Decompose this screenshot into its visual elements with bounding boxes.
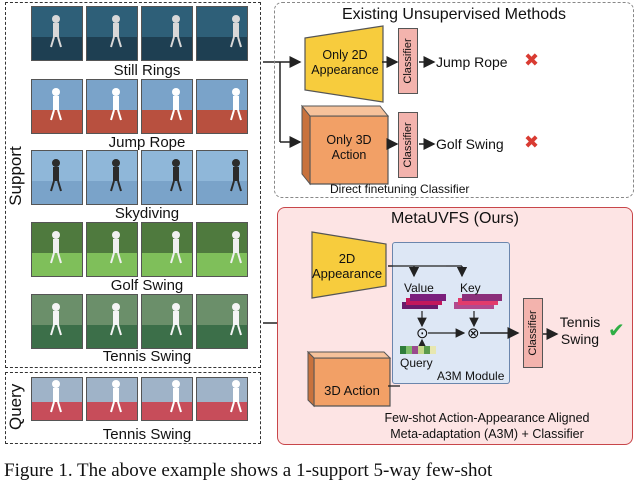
support-panel bbox=[5, 2, 261, 368]
video-frame-thumbnail bbox=[86, 294, 138, 349]
video-frame-thumbnail bbox=[86, 222, 138, 277]
caption-tennis-swing: Tennis Swing bbox=[102, 348, 192, 365]
existing-2d-label: Only 2D Appearance bbox=[311, 48, 379, 77]
video-frame-thumbnail bbox=[31, 6, 83, 61]
meta-appearance-block bbox=[311, 231, 387, 299]
video-frame-thumbnail bbox=[141, 150, 193, 205]
video-frame-thumbnail bbox=[196, 294, 248, 349]
support-row-skydiving bbox=[31, 150, 248, 205]
support-row-still-rings bbox=[31, 6, 248, 61]
a3m-module-label: A3M Module bbox=[437, 369, 505, 383]
cross-icon: ✖ bbox=[524, 132, 540, 152]
video-frame-thumbnail bbox=[31, 150, 83, 205]
existing-arrows-2 bbox=[386, 138, 436, 150]
meta-action-label: 3D Action bbox=[324, 383, 380, 398]
video-frame-thumbnail bbox=[196, 222, 248, 277]
video-frame-thumbnail bbox=[196, 79, 248, 134]
video-frame-thumbnail bbox=[141, 294, 193, 349]
cross-icon: ✖ bbox=[524, 50, 540, 70]
video-frame-thumbnail bbox=[86, 377, 138, 421]
video-frame-thumbnail bbox=[196, 6, 248, 61]
query-panel bbox=[5, 372, 261, 444]
caption-query: Tennis Swing bbox=[102, 426, 192, 443]
figure-caption: Figure 1. The above example shows a 1-su… bbox=[4, 460, 493, 481]
caption-still-rings: Still Rings bbox=[113, 62, 181, 79]
video-frame-thumbnail bbox=[31, 79, 83, 134]
cross-product-icon: ⊗ bbox=[467, 325, 480, 342]
existing-3d-label: Only 3D Action bbox=[326, 133, 372, 162]
existing-output-1: Jump Rope bbox=[436, 54, 508, 70]
meta-classifier-label: Classifier bbox=[527, 310, 539, 356]
meta-action-block bbox=[306, 350, 392, 408]
video-frame-thumbnail bbox=[86, 6, 138, 61]
video-frame-thumbnail bbox=[86, 150, 138, 205]
existing-methods-panel bbox=[274, 2, 634, 198]
video-frame-thumbnail bbox=[141, 222, 193, 277]
existing-arrows-1 bbox=[382, 56, 436, 68]
support-row-golf-swing bbox=[31, 222, 248, 277]
existing-footer: Direct finetuning Classifier bbox=[330, 182, 470, 196]
caption-golf-swing: Golf Swing bbox=[110, 277, 184, 294]
existing-classifier-1: Classifier bbox=[398, 28, 418, 94]
meta-appearance-label: 2D Appearance bbox=[311, 251, 383, 281]
existing-output-2: Golf Swing bbox=[436, 136, 504, 152]
video-frame-thumbnail bbox=[86, 79, 138, 134]
existing-methods-title: Existing Unsupervised Methods bbox=[341, 6, 567, 23]
meta-classifier: Classifier bbox=[523, 298, 543, 368]
metauvfs-title: MetaUVFS (Ours) bbox=[390, 210, 519, 227]
video-frame-thumbnail bbox=[141, 377, 193, 421]
key-label: Key bbox=[460, 281, 481, 295]
video-frame-thumbnail bbox=[141, 6, 193, 61]
video-frame-thumbnail bbox=[31, 377, 83, 421]
video-frame-thumbnail bbox=[31, 294, 83, 349]
check-icon: ✔ bbox=[608, 320, 625, 342]
query-tensor-label: Query bbox=[400, 356, 433, 370]
key-tensor bbox=[454, 294, 502, 309]
value-label: Value bbox=[404, 281, 434, 295]
action-3d-block bbox=[300, 104, 390, 186]
existing-classifier-2: Classifier bbox=[398, 112, 418, 178]
a3m-internals bbox=[388, 265, 520, 354]
video-frame-thumbnail bbox=[31, 222, 83, 277]
video-frame-thumbnail bbox=[196, 150, 248, 205]
video-frame-thumbnail bbox=[196, 377, 248, 421]
metauvfs-footer: Few-shot Action-Appearance Aligned Meta-… bbox=[384, 411, 590, 441]
meta-output: Tennis Swing bbox=[559, 314, 601, 347]
value-tensor bbox=[402, 294, 446, 309]
dot-product-icon: ⊙ bbox=[416, 325, 429, 342]
query-tensor bbox=[400, 346, 436, 354]
support-row-tennis-swing bbox=[31, 294, 248, 349]
a3m-input-lines bbox=[388, 265, 400, 387]
video-frame-thumbnail bbox=[141, 79, 193, 134]
caption-jump-rope: Jump Rope bbox=[108, 134, 186, 151]
support-row-jump-rope bbox=[31, 79, 248, 134]
query-row bbox=[31, 377, 248, 421]
meta-output-arrow bbox=[543, 328, 559, 340]
caption-skydiving: Skydiving bbox=[114, 205, 180, 222]
appearance-2d-block bbox=[304, 25, 384, 103]
